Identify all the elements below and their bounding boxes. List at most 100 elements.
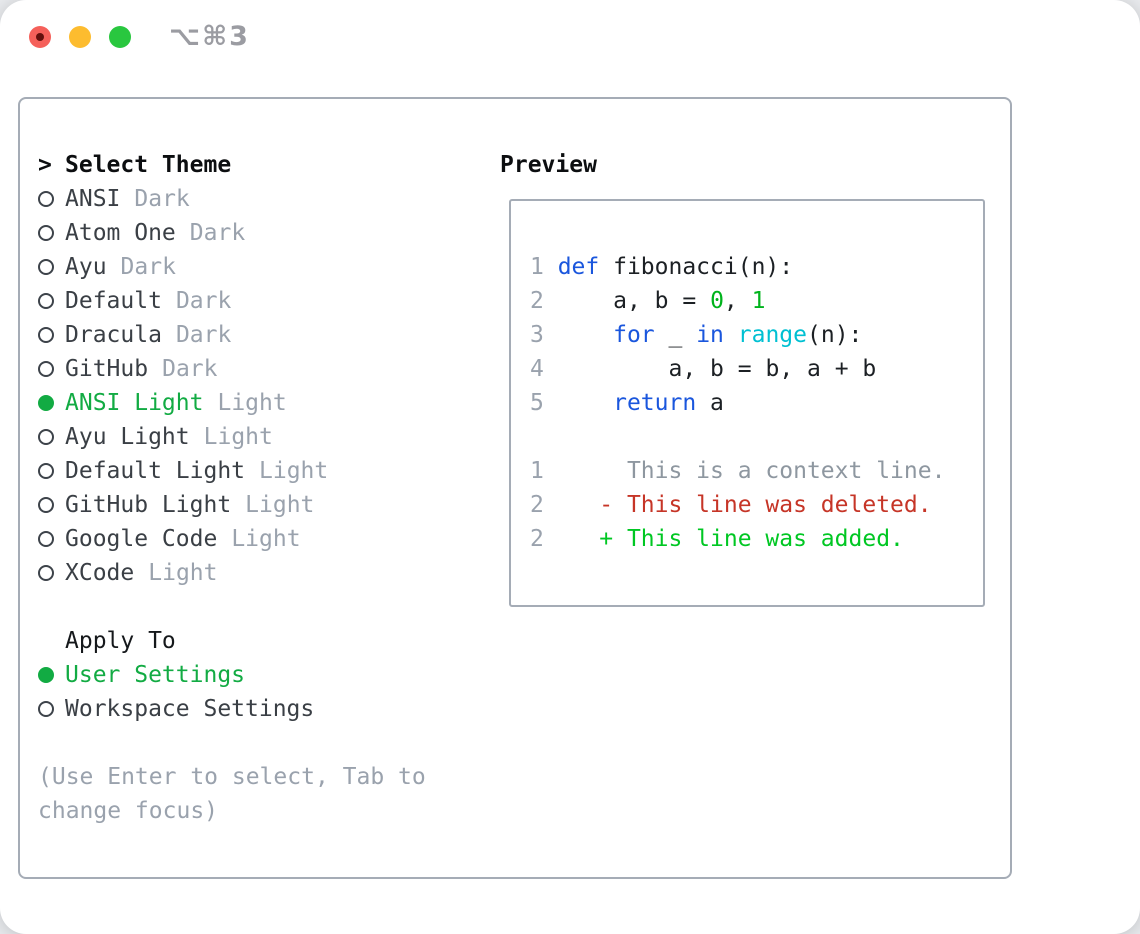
token-ctx: This is a context line.	[557, 458, 946, 484]
diff-line: 2 + This line was added.	[530, 522, 983, 556]
code-line: 5 return a	[530, 386, 983, 420]
theme-option-ansi[interactable]: ANSI Dark	[38, 182, 426, 216]
diff-line: 2 - This line was deleted.	[530, 488, 983, 522]
radio-unselected-icon	[38, 429, 54, 445]
radio-icon	[38, 259, 65, 275]
focus-caret-icon: >	[38, 152, 65, 178]
theme-variant-badge: Light	[231, 526, 301, 552]
select-theme-header: >Select Theme	[38, 148, 426, 182]
line-number: 2	[530, 492, 558, 518]
theme-name: Ayu Light	[65, 424, 190, 450]
keyboard-hint: (Use Enter to select, Tab to	[38, 764, 426, 790]
theme-variant-badge: Dark	[134, 186, 190, 212]
token-plain: ,	[626, 288, 655, 314]
code-line: 2 a, b = 0, 1	[530, 284, 983, 318]
zoom-button[interactable]	[109, 26, 131, 48]
theme-name: ANSI	[65, 186, 121, 212]
theme-variant-badge: Light	[203, 424, 273, 450]
theme-option-ayu-light[interactable]: Ayu Light Light	[38, 420, 426, 454]
token-var: b	[862, 356, 877, 382]
theme-variant-badge: Dark	[162, 356, 218, 382]
radio-unselected-icon	[38, 225, 54, 241]
theme-option-xcode[interactable]: XCode Light	[38, 556, 426, 590]
blank-line	[530, 420, 983, 454]
line-number: 3	[530, 322, 558, 348]
token-var: a	[613, 288, 627, 314]
spacer	[38, 590, 426, 624]
code-line: 1 def fibonacci(n):	[530, 250, 983, 284]
close-dot-icon	[36, 33, 44, 41]
theme-name: Default	[65, 288, 162, 314]
token-plain	[724, 322, 738, 348]
radio-unselected-icon	[38, 565, 54, 581]
theme-name: GitHub	[65, 356, 149, 382]
radio-icon	[38, 497, 65, 513]
token-var: b	[710, 356, 724, 382]
theme-name: Atom One	[65, 220, 176, 246]
close-button[interactable]	[29, 26, 51, 48]
token-add: + This line was added.	[557, 526, 904, 552]
radio-unselected-icon	[38, 701, 54, 717]
radio-unselected-icon	[38, 531, 54, 547]
theme-name: Dracula	[65, 322, 162, 348]
theme-name: XCode	[65, 560, 135, 586]
line-number: 1	[530, 458, 558, 484]
window-title-shortcut: ⌥⌘3	[169, 21, 250, 52]
radio-unselected-icon	[38, 327, 54, 343]
radio-icon	[38, 191, 65, 207]
theme-variant-badge: Dark	[120, 254, 176, 280]
line-number: 1	[530, 254, 558, 280]
line-number: 4	[530, 356, 558, 382]
radio-icon	[38, 361, 65, 377]
radio-selected-icon	[38, 395, 54, 411]
token-var: a	[668, 356, 683, 382]
apply-option-label: Workspace Settings	[65, 696, 315, 722]
theme-name: GitHub Light	[65, 492, 232, 518]
theme-option-google-code[interactable]: Google Code Light	[38, 522, 426, 556]
code-line: 4 a, b = b, a + b	[530, 352, 983, 386]
theme-name: Google Code	[65, 526, 218, 552]
radio-unselected-icon	[38, 191, 54, 207]
token-num: 1	[751, 288, 766, 314]
theme-variant-badge: Light	[259, 458, 329, 484]
token-plain: (n):	[807, 322, 863, 348]
theme-variant-badge: Dark	[175, 322, 232, 348]
token-kw: return	[613, 390, 697, 416]
minimize-button[interactable]	[69, 26, 91, 48]
token-num: 0	[710, 288, 724, 314]
radio-icon	[38, 395, 65, 411]
token-builtin: range	[737, 322, 807, 348]
preview-title: Preview	[500, 152, 597, 178]
radio-unselected-icon	[38, 463, 54, 479]
apply-option-workspace-settings[interactable]: Workspace Settings	[38, 692, 426, 726]
token-plain: =	[723, 356, 766, 382]
radio-icon	[38, 327, 65, 343]
token-var: a	[710, 390, 724, 416]
token-plain	[696, 390, 710, 416]
radio-unselected-icon	[38, 293, 54, 309]
theme-variant-badge: Light	[217, 390, 287, 416]
token-kw: in	[696, 322, 724, 348]
radio-icon	[38, 225, 65, 241]
token-kw: def	[557, 254, 600, 280]
token-plain	[558, 356, 669, 382]
theme-variant-badge: Light	[148, 560, 218, 586]
token-var: b	[654, 288, 669, 314]
token-plain: fibonacci(n):	[599, 254, 794, 280]
theme-option-dracula[interactable]: Dracula Dark	[38, 318, 426, 352]
radio-icon	[38, 565, 65, 581]
apply-option-user-settings[interactable]: User Settings	[38, 658, 426, 692]
radio-selected-icon	[38, 667, 54, 683]
apply-to-header: Apply To	[38, 624, 426, 658]
theme-option-github[interactable]: GitHub Dark	[38, 352, 426, 386]
